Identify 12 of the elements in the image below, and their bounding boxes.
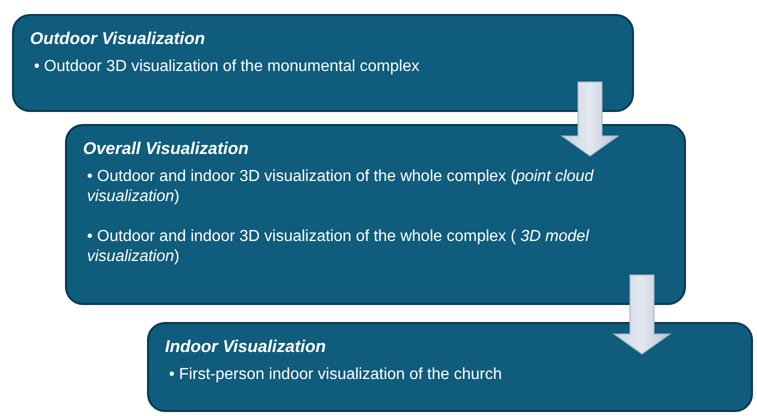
bullet-text: • Outdoor and indoor 3D visualization of the whole complex ( 3D model visualization) — [86, 227, 590, 268]
bullet-text: • Outdoor and indoor 3D visualization of the whole complex (point cloud visualization) — [86, 167, 595, 208]
box-heading: Overall Visualization — [83, 138, 250, 160]
process-box — [147, 322, 753, 412]
bullet-text: • Outdoor 3D visualization of the monumental complex — [33, 57, 420, 78]
bullet-text: • First-person indoor visualization of the church — [168, 365, 503, 386]
box-heading: Indoor Visualization — [165, 336, 327, 358]
process-box — [65, 124, 686, 305]
box-heading: Outdoor Visualization — [30, 28, 206, 50]
block-arrow — [612, 274, 672, 355]
process-box — [12, 14, 634, 112]
block-arrow — [560, 82, 620, 157]
